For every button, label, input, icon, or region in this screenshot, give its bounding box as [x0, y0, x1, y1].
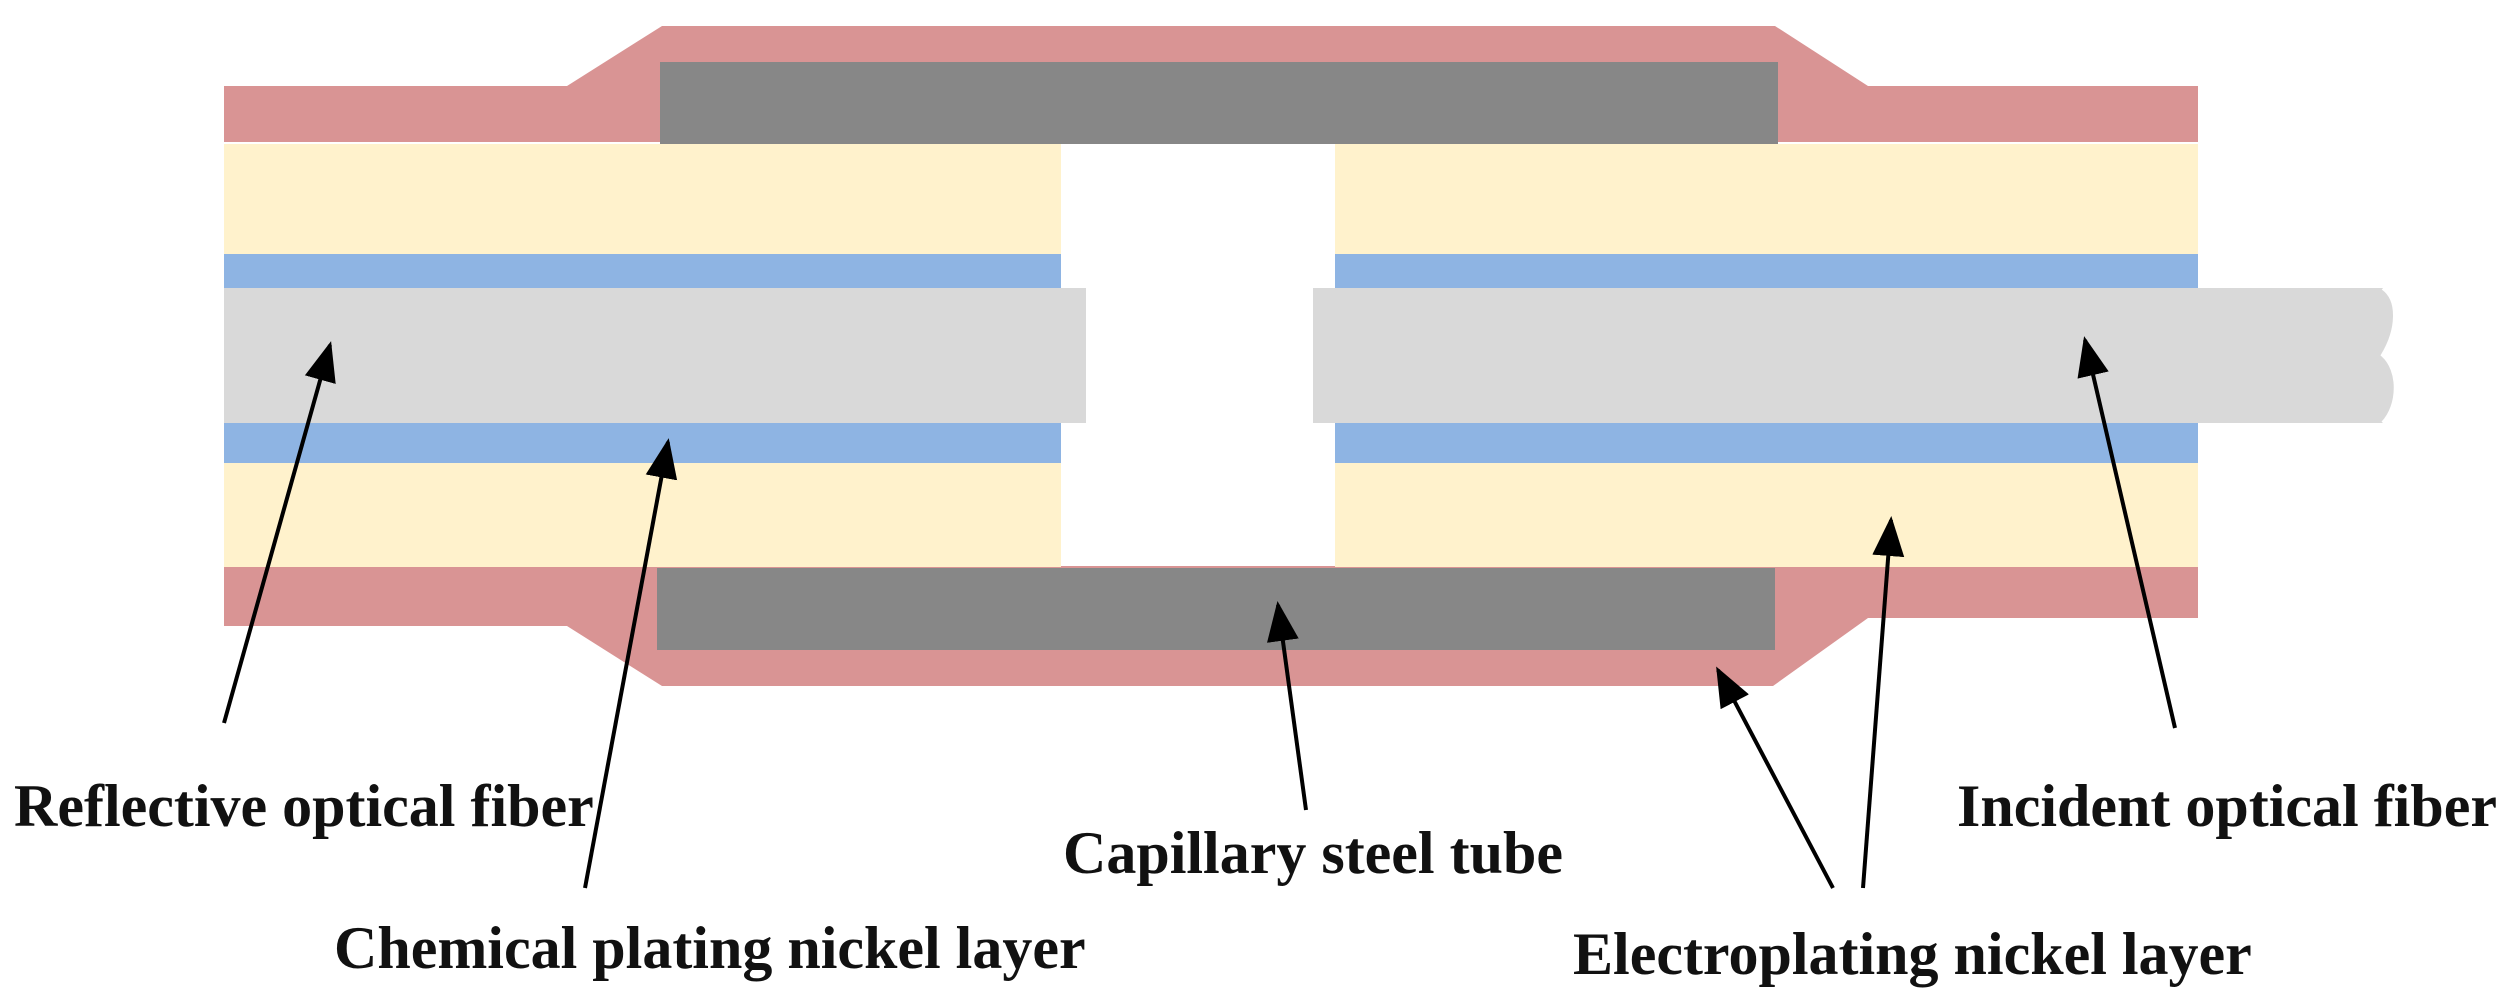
left-nickel-top [224, 254, 1061, 288]
label-reflective-fiber: Reflective optical fiber [14, 773, 594, 839]
left-nickel-bottom [224, 423, 1061, 463]
arrow-capillary-tube [1267, 601, 1308, 811]
label-electroplating-nickel: Electroplating nickel layer [1573, 921, 2252, 987]
right-fiber-end [2380, 286, 2398, 425]
capillary-tube-bottom [657, 568, 1775, 650]
arrow-chemical-nickel [583, 438, 678, 889]
arrow-electroplating-a [1716, 666, 1835, 889]
arrow-incident-fiber [2077, 336, 2177, 729]
arrow-reflective-fiber [222, 341, 336, 724]
capillary-tube-top [660, 62, 1778, 144]
left-fiber-core [224, 288, 1086, 423]
left-cladding-bottom [224, 463, 1061, 567]
left-cladding-top [224, 144, 1061, 254]
arrow-electroplating-b [1861, 516, 1905, 889]
label-capillary-tube: Capillary steel tube [1063, 820, 1563, 886]
right-nickel-top [1335, 254, 2198, 288]
label-chemical-nickel: Chemical plating nickel layer [334, 915, 1086, 981]
right-cladding-bottom [1335, 463, 2198, 567]
label-incident-fiber: Incident optical fiber [1957, 773, 2496, 839]
right-nickel-bottom [1335, 423, 2198, 463]
right-fiber-core [1313, 288, 2396, 423]
right-cladding-top [1335, 144, 2198, 254]
